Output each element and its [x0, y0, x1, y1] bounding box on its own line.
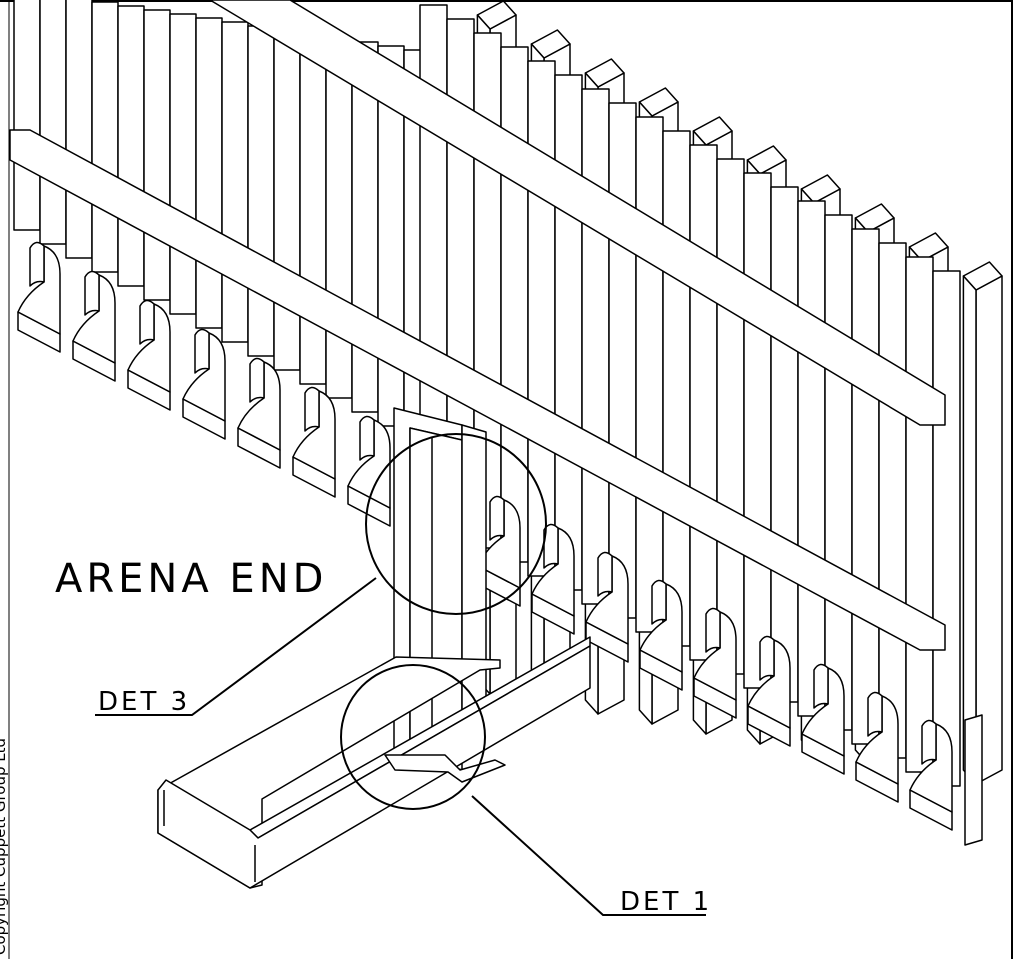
board	[932, 270, 961, 787]
leader-lines	[95, 577, 706, 916]
block-side	[921, 719, 937, 765]
board	[299, 33, 327, 385]
block-side	[813, 663, 829, 709]
board	[13, 0, 41, 231]
board	[905, 256, 934, 773]
det3-leader	[95, 577, 377, 716]
block-side	[249, 357, 265, 403]
picket-side	[962, 275, 977, 785]
block-side	[194, 328, 210, 374]
board	[195, 17, 223, 329]
block-side	[84, 270, 100, 316]
board	[65, 0, 93, 259]
board	[851, 228, 880, 745]
upper-rail	[209, 0, 946, 426]
block-side	[543, 523, 559, 569]
end-post	[964, 714, 983, 846]
det3-label: DET 3	[98, 687, 190, 717]
board	[39, 0, 67, 245]
block-side	[359, 415, 375, 461]
board	[273, 29, 301, 371]
det1-leader	[471, 795, 706, 916]
board	[662, 130, 691, 647]
channel-base	[157, 636, 591, 889]
block-side	[29, 241, 45, 287]
board	[743, 172, 772, 689]
board	[169, 13, 197, 315]
board	[117, 5, 145, 287]
board	[247, 25, 275, 357]
block-side	[489, 495, 505, 541]
board	[824, 214, 853, 731]
board	[91, 1, 119, 273]
board	[554, 74, 583, 591]
detail-circles	[340, 433, 547, 810]
board	[878, 242, 907, 759]
block-side	[651, 579, 667, 625]
board	[221, 21, 249, 343]
board	[716, 158, 745, 675]
block-side	[759, 635, 775, 681]
copyright-text: Copyright Cuppett Group Ltd	[0, 738, 9, 955]
board	[635, 116, 664, 633]
block-side	[304, 386, 320, 432]
picket-face	[975, 275, 1003, 785]
board	[581, 88, 610, 605]
fence-rails	[9, 0, 946, 651]
board	[325, 37, 353, 399]
det1-label: DET 1	[620, 887, 712, 917]
board	[797, 200, 826, 717]
det3-circle	[365, 433, 547, 615]
lower-rail	[9, 129, 946, 651]
board	[500, 46, 529, 563]
board	[689, 144, 718, 661]
block-side	[867, 691, 883, 737]
foot-blocks	[17, 241, 983, 846]
block-side	[597, 551, 613, 597]
det1-circle	[340, 664, 486, 810]
board	[608, 102, 637, 619]
block-side	[139, 299, 155, 345]
board	[143, 9, 171, 301]
arena-end-label: ARENA END	[55, 556, 327, 602]
board	[770, 186, 799, 703]
block-side	[705, 607, 721, 653]
